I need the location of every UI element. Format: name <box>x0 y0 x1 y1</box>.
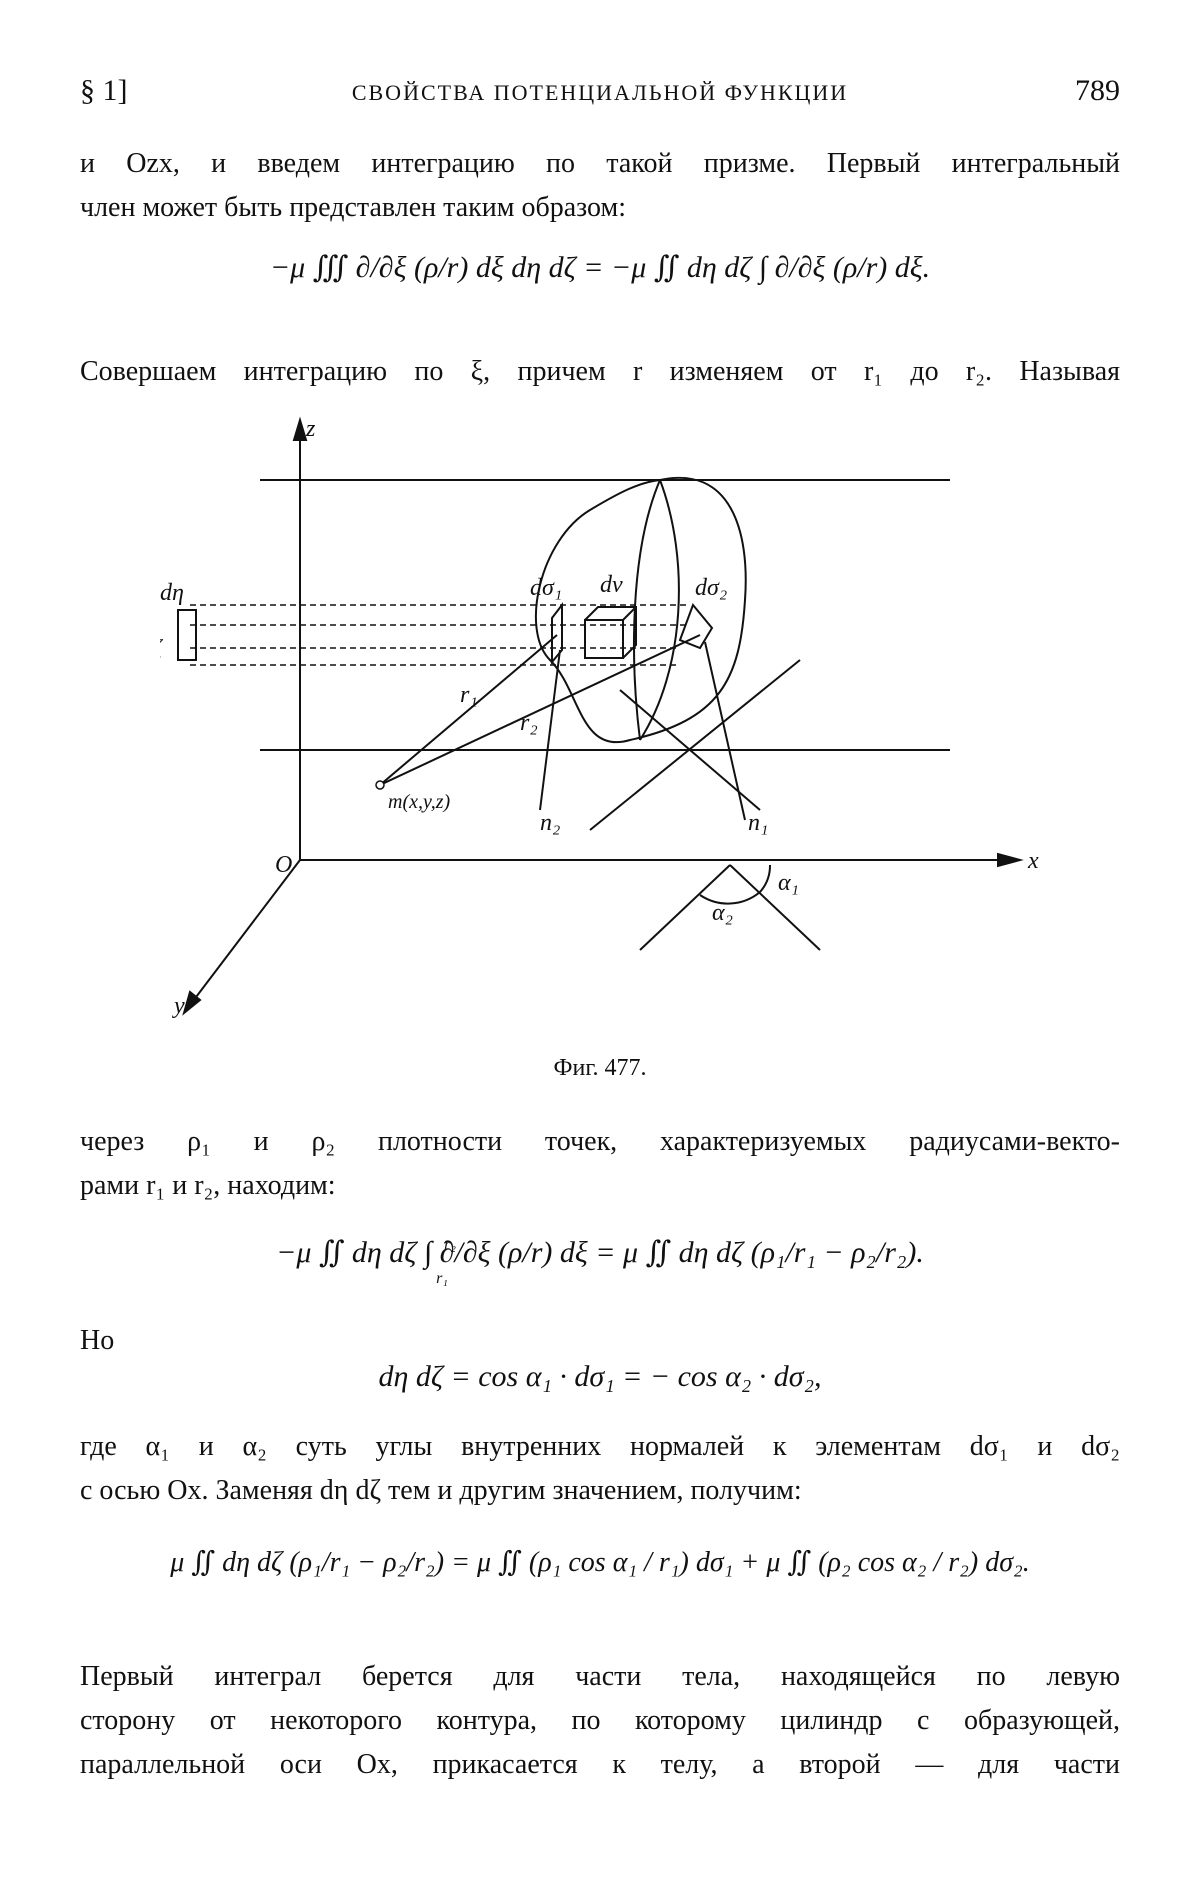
label-deta: dη <box>160 580 184 606</box>
word-no: Но <box>80 1325 115 1356</box>
upper-limit: r₂ <box>444 1236 456 1253</box>
running-header: § 1] СВОЙСТВА ПОТЕНЦИАЛЬНОЙ ФУНКЦИИ 789 <box>80 74 1120 114</box>
label-origin: O <box>275 852 292 878</box>
formula-lhs: −μ ∬ dη dζ ∫ <box>276 1236 433 1269</box>
formula-lhs: −μ ∭ ∂/∂ξ (ρ/r) dξ dη dζ <box>269 251 576 284</box>
body-meridian <box>633 479 661 741</box>
lower-limit: r₁ <box>436 1270 448 1287</box>
paragraph-4: где α₁ и α₂ суть углы внутренних нормале… <box>80 1425 1120 1513</box>
equals-sign: = <box>451 1547 470 1578</box>
formula-rhs: μ ∬ (ρ₂ cos α₂ / r₂) dσ₂. <box>766 1547 1030 1578</box>
formula-mid: μ ∬ (ρ₁ cos α₁ / r₁) dσ₁ <box>476 1547 734 1578</box>
label-alpha2: α₂ <box>712 900 733 926</box>
text-line: с осью Ox. Заменяя dη dζ тем и другим зн… <box>80 1475 802 1506</box>
formula-lhs-tail: ∂/∂ξ (ρ/r) dξ <box>439 1236 588 1269</box>
body-outline <box>535 477 747 744</box>
running-title: СВОЙСТВА ПОТЕНЦИАЛЬНОЙ ФУНКЦИИ <box>351 80 849 105</box>
label-r1: r₁ <box>460 682 478 708</box>
angle-arc-alpha2 <box>699 891 761 905</box>
formula-lhs: μ ∬ dη dζ (ρ₁/r₁ − ρ₂/r₂) <box>170 1547 445 1578</box>
page-number: 789 <box>1075 74 1120 107</box>
text-line: сторону от некоторого контура, по которо… <box>80 1705 1120 1736</box>
paragraph-3: через ρ₁ и ρ₂ плотности точек, характери… <box>80 1120 1120 1208</box>
label-n1: n₁ <box>748 810 768 836</box>
section-number: § 1] <box>80 74 128 107</box>
figure-caption: Фиг. 477. <box>553 1055 647 1081</box>
text-line: Совершаем интеграцию по ξ, причем r изме… <box>80 356 1120 387</box>
angle-ray <box>729 864 821 951</box>
formula-4: μ ∬ dη dζ (ρ₁/r₁ − ρ₂/r₂) = μ ∬ (ρ₁ cos … <box>80 1545 1120 1579</box>
equals-sign: = <box>583 251 604 284</box>
text-line: где α₁ и α₂ суть углы внутренних нормале… <box>80 1431 1120 1462</box>
paragraph-5: Первый интеграл берется для части тела, … <box>80 1655 1120 1787</box>
formula-3: dη dζ = cos α₁ · dσ₁ = − cos α₂ · dσ₂, <box>80 1360 1120 1394</box>
y-arrow-icon <box>182 990 202 1016</box>
body-meridian <box>639 479 680 741</box>
text-line: Первый интеграл берется для части тела, … <box>80 1661 1120 1692</box>
normal-line <box>619 689 761 811</box>
text-line: и Ozx, и введем интеграцию по такой приз… <box>80 148 1120 179</box>
paragraph-1: и Ozx, и введем интеграцию по такой приз… <box>80 142 1120 230</box>
point-m <box>375 780 385 790</box>
label-dsigma2: dσ₂ <box>695 575 727 601</box>
formula-2: −μ ∬ dη dζ ∫ r₂ r₁ ∂/∂ξ (ρ/r) dξ = μ ∬ dη … <box>80 1235 1120 1287</box>
plus-sign: + <box>740 1547 760 1578</box>
label-dzeta: dζ <box>160 636 164 662</box>
label-r2: r₂ <box>520 710 538 736</box>
text-line: параллельной оси Ox, прикасается к телу,… <box>80 1749 1120 1780</box>
text-line: рами r₁ и r₂, находим: <box>80 1170 336 1201</box>
label-z: z <box>305 416 316 442</box>
label-dsigma1: dσ₁ <box>530 575 562 601</box>
formula-rhs: −μ ∬ dη dζ ∫ ∂/∂ξ (ρ/r) dξ. <box>610 251 931 284</box>
label-dv: dv <box>600 572 623 598</box>
z-arrow-icon <box>292 416 308 441</box>
label-y: y <box>172 993 185 1019</box>
label-m: m(x,y,z) <box>388 791 451 813</box>
normal-n2 <box>539 649 561 811</box>
r1-vector <box>379 634 558 786</box>
dsigma2-patch <box>678 603 714 650</box>
paragraph-2: Совершаем интеграцию по ξ, причем r изме… <box>80 350 1120 394</box>
formula-1: −μ ∭ ∂/∂ξ (ρ/r) dξ dη dζ = −μ ∬ dη dζ ∫ … <box>80 250 1120 285</box>
label-x: x <box>1027 848 1039 874</box>
label-n2: n₂ <box>540 810 560 836</box>
normal-line <box>589 659 801 831</box>
figure-477: z x y O dη dζ dσ₁ dv dσ₂ r₁ r₂ m(x,y,z) … <box>160 416 1039 1019</box>
formula-text: dη dζ = cos α₁ · dσ₁ = − cos α₂ · dσ₂, <box>378 1360 822 1393</box>
text-line: через ρ₁ и ρ₂ плотности точек, характери… <box>80 1126 1120 1157</box>
x-arrow-icon <box>997 852 1024 868</box>
volume-element-box <box>584 619 624 659</box>
angle-ray <box>639 864 731 951</box>
y-axis <box>189 859 301 1006</box>
label-alpha1: α₁ <box>778 870 799 896</box>
equals-sign: = <box>595 1236 616 1269</box>
angle-arc-alpha1 <box>759 864 772 893</box>
dsigma1-patch <box>551 602 563 665</box>
r2-vector <box>379 634 701 786</box>
prism-end-rect <box>177 609 197 661</box>
formula-rhs: μ ∬ dη dζ (ρ₁/r₁ − ρ₂/r₂). <box>623 1236 924 1269</box>
text-line: член может быть представлен таким образо… <box>80 192 626 223</box>
